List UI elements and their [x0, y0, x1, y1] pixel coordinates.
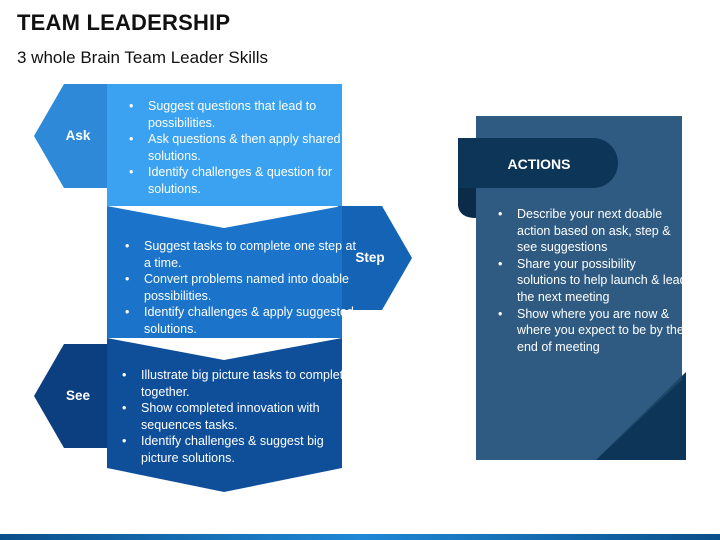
page-title: TEAM LEADERSHIP	[17, 10, 231, 35]
actions-title: ACTIONS	[507, 156, 571, 172]
list-item: Share your possibility solutions to help…	[498, 256, 687, 306]
step-tab	[338, 206, 412, 310]
see-label: See	[65, 388, 91, 403]
page-subtitle: 3 whole Brain Team Leader Skills	[17, 48, 269, 67]
list-item: Describe your next doable action based o…	[498, 206, 687, 256]
actions-bullet-list: Describe your next doable action based o…	[495, 206, 687, 355]
list-item: Show completed innovation with sequences…	[122, 400, 355, 433]
list-item: Show where you are now & where you expec…	[498, 306, 687, 356]
list-item: Suggest questions that lead to possibili…	[129, 98, 353, 131]
bottom-accent-bar	[0, 534, 720, 540]
list-item: Convert problems named into doable possi…	[125, 271, 356, 304]
list-item: Identify challenges & apply suggested so…	[125, 304, 356, 337]
actions-fold	[596, 372, 686, 460]
step-label: Step	[355, 250, 385, 265]
ask-label: Ask	[65, 128, 91, 143]
list-item: Illustrate big picture tasks to complete…	[122, 367, 355, 400]
actions-header	[458, 138, 618, 188]
list-item: Identify challenges & question for solut…	[129, 164, 353, 197]
actions-fold-shade	[596, 376, 682, 460]
see-tab	[34, 344, 110, 448]
ask-bullet-list: Suggest questions that lead to possibili…	[126, 98, 353, 198]
see-bullet-list: Illustrate big picture tasks to complete…	[119, 367, 355, 467]
list-item: Identify challenges & suggest big pictur…	[122, 433, 355, 466]
list-item: Suggest tasks to complete one step at a …	[125, 238, 356, 271]
list-item: Ask questions & then apply shared soluti…	[129, 131, 353, 164]
step-bullet-list: Suggest tasks to complete one step at a …	[122, 238, 356, 338]
ask-tab	[34, 84, 110, 188]
